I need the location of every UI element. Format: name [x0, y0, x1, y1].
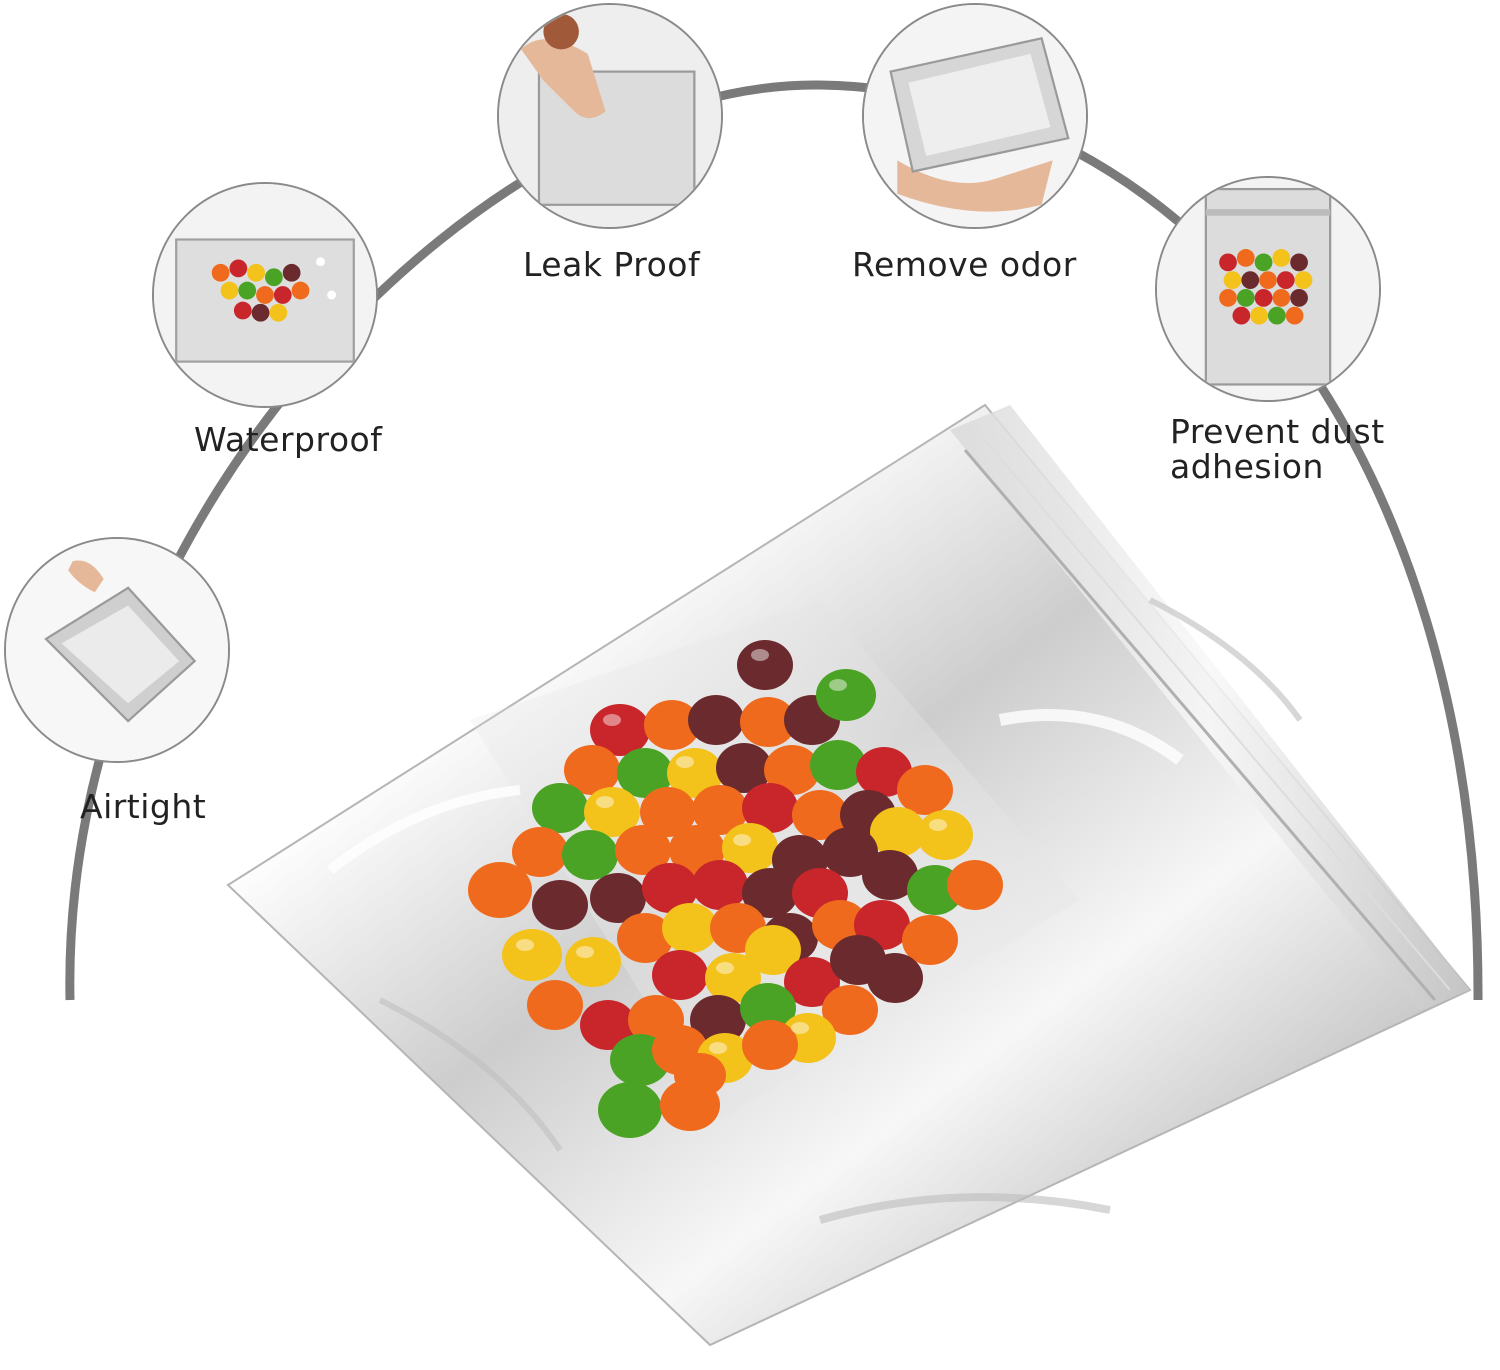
leak-proof-photo [497, 3, 723, 229]
prevent-dust-photo [1155, 176, 1381, 402]
bag-in-hand-icon [864, 5, 1086, 227]
candy-pile [468, 640, 1003, 1138]
decorative-arc [65, 80, 1483, 1001]
airtight-label: Airtight [80, 787, 207, 826]
airtight-photo [4, 537, 230, 763]
remove-odor-photo [862, 3, 1088, 229]
waterproof-photo [152, 182, 378, 408]
leak-proof-label: Leak Proof [523, 245, 701, 284]
candy-bag-water-drops-icon [154, 184, 376, 406]
upright-candy-bag-icon [1157, 178, 1379, 400]
waterproof-label: Waterproof [194, 420, 383, 459]
prevent-dust-label-line2: adhesion [1170, 447, 1324, 486]
prevent-dust-label: Prevent dust [1170, 412, 1385, 451]
finger-pressing-bag-icon [499, 5, 721, 227]
remove-odor-label: Remove odor [852, 245, 1077, 284]
foil-bag-pinch-icon [6, 539, 228, 761]
